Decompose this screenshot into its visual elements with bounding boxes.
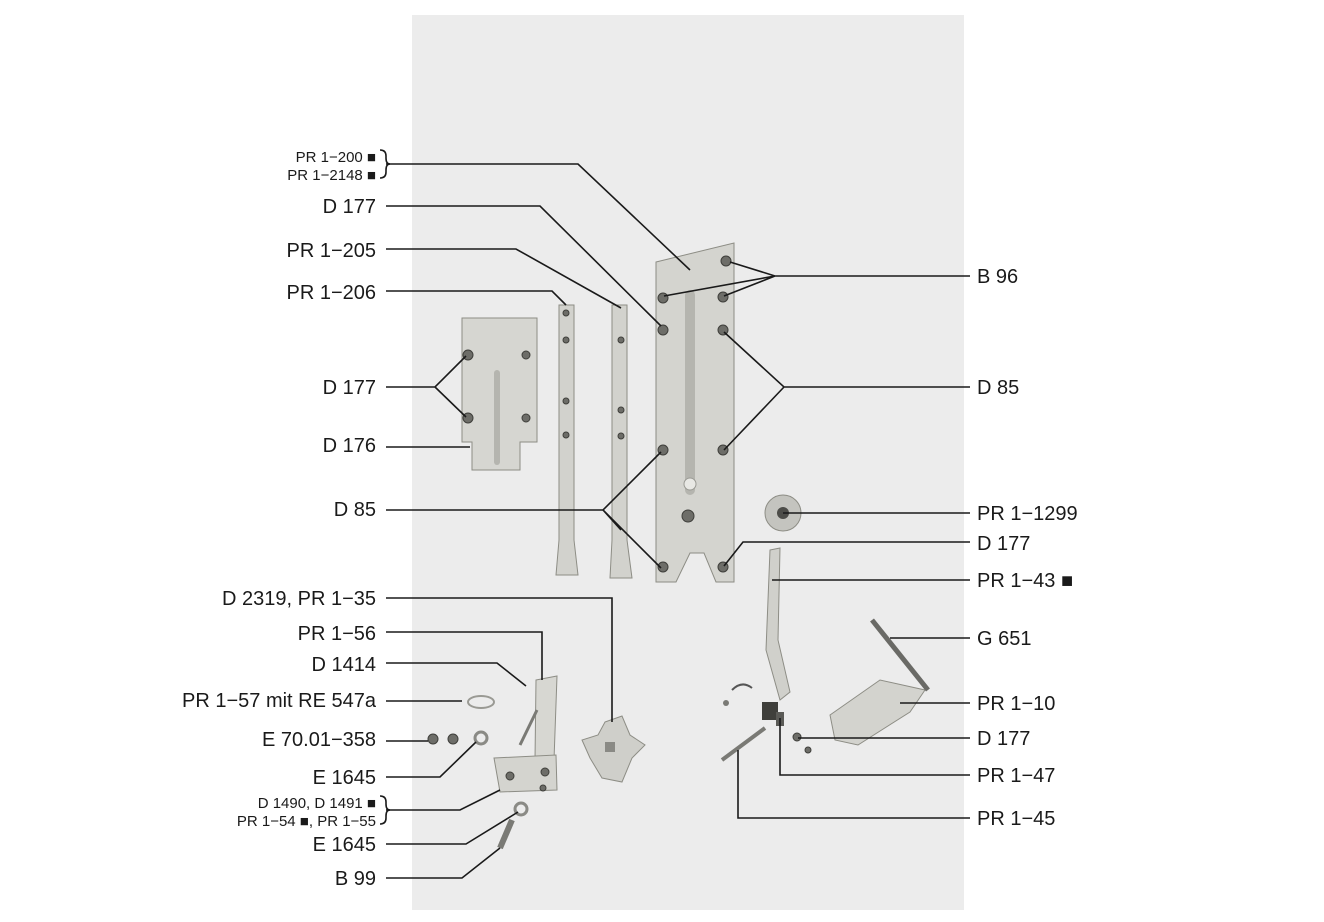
label-e70: E 70.01−358 xyxy=(262,729,376,751)
brace-marks xyxy=(379,149,391,825)
label-d85-b: D 85 xyxy=(334,499,376,521)
foot-bracket xyxy=(493,675,558,793)
side-strip xyxy=(555,304,579,576)
narrow-strip xyxy=(609,304,633,579)
label-d2319: D 2319, PR 1−35 xyxy=(222,588,376,610)
main-plate xyxy=(655,242,735,583)
label-pr1-10: PR 1−10 xyxy=(977,693,1055,715)
label-pr1-1299: PR 1−1299 xyxy=(977,503,1078,525)
label-pr1-57: PR 1−57 mit RE 547a xyxy=(182,690,377,712)
label-b99: B 99 xyxy=(335,868,376,890)
label-pr1-206: PR 1−206 xyxy=(286,282,376,304)
lever xyxy=(765,547,791,701)
labels-left: PR 1−200 ■ PR 1−2148 ■ D 177 PR 1−205 PR… xyxy=(182,149,377,890)
label-pr1-43: PR 1−43 ■ xyxy=(977,570,1073,592)
label-pr1-45: PR 1−45 xyxy=(977,808,1055,830)
label-pr1-200: PR 1−200 ■ xyxy=(296,149,376,166)
labels-right: B 96 D 85 PR 1−1299 D 177 PR 1−43 ■ G 65… xyxy=(977,266,1078,830)
label-e1645-b: E 1645 xyxy=(313,834,376,856)
star-knob xyxy=(581,715,646,783)
label-pr1-47: PR 1−47 xyxy=(977,765,1055,787)
label-d177-c: D 177 xyxy=(977,533,1030,555)
label-d177-a: D 177 xyxy=(323,196,376,218)
label-d85-a: D 85 xyxy=(977,377,1019,399)
label-pr1-54: PR 1−54 ■, PR 1−55 xyxy=(237,813,376,830)
label-e1645-a: E 1645 xyxy=(313,767,376,789)
label-g651: G 651 xyxy=(977,628,1031,650)
label-d177-d: D 177 xyxy=(977,728,1030,750)
label-pr1-2148: PR 1−2148 ■ xyxy=(287,167,376,184)
label-d1414: D 1414 xyxy=(312,654,377,676)
bracket xyxy=(792,618,930,754)
label-d177-b: D 177 xyxy=(323,377,376,399)
label-d1490: D 1490, D 1491 ■ xyxy=(258,795,376,812)
springs-washers xyxy=(427,695,529,850)
leader-lines xyxy=(386,163,970,879)
label-pr1-205: PR 1−205 xyxy=(286,240,376,262)
label-b96: B 96 xyxy=(977,266,1018,288)
small-plate xyxy=(461,317,538,471)
label-pr1-56: PR 1−56 xyxy=(298,623,376,645)
label-d176: D 176 xyxy=(323,435,376,457)
